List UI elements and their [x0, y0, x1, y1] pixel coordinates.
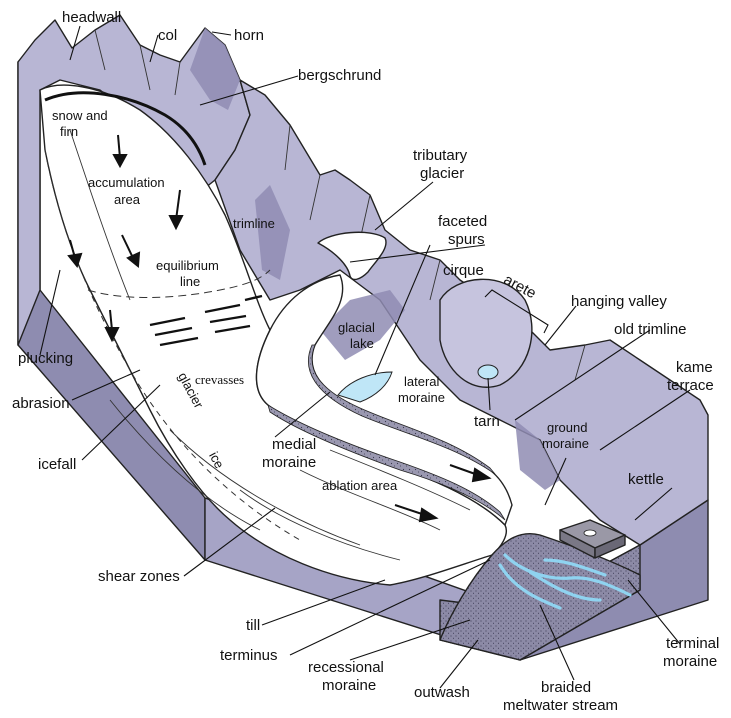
- label-glacial-lake-2: lake: [350, 336, 374, 351]
- label-col: col: [158, 27, 177, 44]
- label-equilibrium-line-2: line: [180, 274, 200, 289]
- label-braided-meltwater-stream-1: braided: [541, 679, 591, 696]
- label-abrasion: abrasion: [12, 395, 70, 412]
- label-equilibrium-line-1: equilibrium: [156, 258, 219, 273]
- label-kame-terrace-2: terrace: [667, 377, 714, 394]
- label-old-trimline: old trimline: [614, 321, 687, 338]
- label-terminal-moraine-2: moraine: [663, 653, 717, 670]
- label-medial-moraine-1: medial: [272, 436, 316, 453]
- label-recessional-moraine-2: moraine: [322, 677, 376, 694]
- label-till: till: [246, 617, 260, 634]
- label-crevasses: crevasses: [195, 372, 244, 387]
- label-tributary-glacier-1: tributary: [413, 147, 468, 164]
- label-glacial-lake-1: glacial: [338, 320, 375, 335]
- label-lateral-moraine-2: moraine: [398, 390, 445, 405]
- label-lateral-moraine-1: lateral: [404, 374, 440, 389]
- label-accumulation-area-1: accumulation: [88, 175, 165, 190]
- label-shear-zones: shear zones: [98, 568, 180, 585]
- label-ablation-area: ablation area: [322, 478, 398, 493]
- label-icefall: icefall: [38, 456, 76, 473]
- tarn-water: [478, 365, 498, 379]
- label-kame-terrace-1: kame: [676, 359, 713, 376]
- label-recessional-moraine-1: recessional: [308, 659, 384, 676]
- label-ground-moraine-1: ground: [547, 420, 587, 435]
- label-tributary-glacier-2: glacier: [420, 165, 464, 182]
- label-outwash: outwash: [414, 684, 470, 701]
- label-bergschrund: bergschrund: [298, 67, 381, 84]
- label-terminus: terminus: [220, 647, 278, 664]
- label-headwall: headwall: [62, 9, 121, 26]
- label-tarn: tarn: [474, 413, 500, 430]
- label-kettle: kettle: [628, 471, 664, 488]
- label-faceted-spurs-1: faceted: [438, 213, 487, 230]
- label-trimline: trimline: [233, 216, 275, 231]
- label-hanging-valley: hanging valley: [571, 293, 667, 310]
- label-snow-and-firn-1: snow and: [52, 108, 108, 123]
- label-cirque: cirque: [443, 262, 484, 279]
- label-braided-meltwater-stream-2: meltwater stream: [503, 697, 618, 714]
- label-faceted-spurs-2: spurs: [448, 231, 485, 248]
- glacial-lake-water: [338, 372, 392, 402]
- label-medial-moraine-2: moraine: [262, 454, 316, 471]
- label-snow-and-firn-2: firn: [60, 124, 78, 139]
- label-ground-moraine-2: moraine: [542, 436, 589, 451]
- label-horn: horn: [234, 27, 264, 44]
- label-accumulation-area-2: area: [114, 192, 141, 207]
- label-terminal-moraine-1: terminal: [666, 635, 719, 652]
- label-plucking: plucking: [18, 350, 73, 367]
